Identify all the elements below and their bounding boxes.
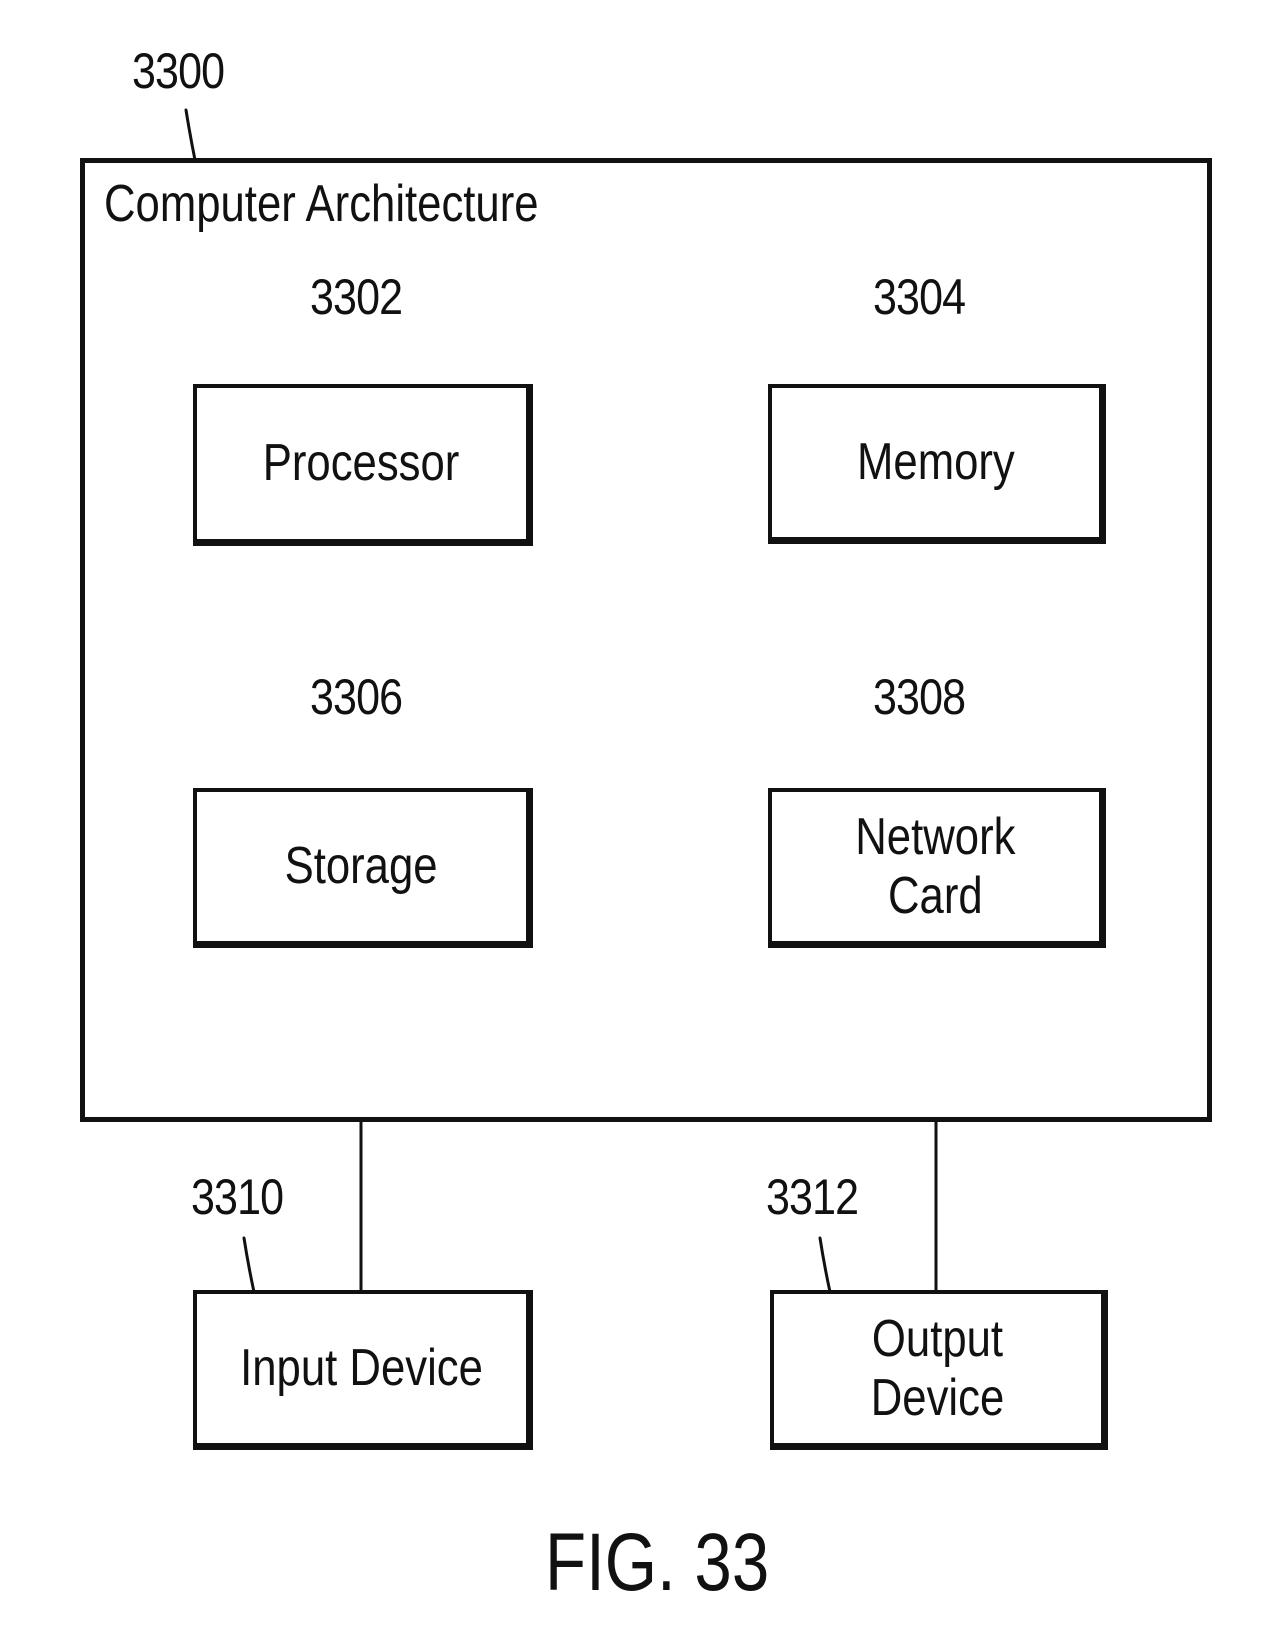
- input-device-box: Input Device: [193, 1290, 533, 1450]
- figure-label: FIG. 33: [545, 1522, 769, 1604]
- computer-architecture-title: Computer Architecture: [104, 178, 539, 230]
- storage-label: Storage: [285, 837, 438, 895]
- output-device-label: Output Device: [800, 1310, 1075, 1426]
- computer-architecture-box: [80, 158, 1212, 1122]
- processor-label: Processor: [263, 434, 460, 492]
- reference-number-3308: 3308: [873, 672, 965, 722]
- reference-number-3306: 3306: [310, 672, 402, 722]
- leader-line-3300: [186, 110, 195, 160]
- reference-number-3300: 3300: [132, 46, 224, 96]
- input-device-label: Input Device: [240, 1339, 483, 1397]
- network-card-label: Network Card: [855, 808, 1015, 924]
- reference-number-3302: 3302: [310, 272, 402, 322]
- leader-line-3312: [820, 1238, 830, 1292]
- processor-box: Processor: [193, 384, 533, 546]
- reference-number-3304: 3304: [873, 272, 965, 322]
- output-device-box: Output Device: [770, 1290, 1108, 1450]
- storage-box: Storage: [193, 788, 533, 948]
- network-card-box: Network Card: [768, 788, 1106, 948]
- leader-line-3310: [244, 1238, 254, 1292]
- memory-box: Memory: [768, 384, 1106, 544]
- reference-number-3310: 3310: [191, 1172, 283, 1222]
- memory-label: Memory: [857, 433, 1015, 491]
- reference-number-3312: 3312: [766, 1172, 858, 1222]
